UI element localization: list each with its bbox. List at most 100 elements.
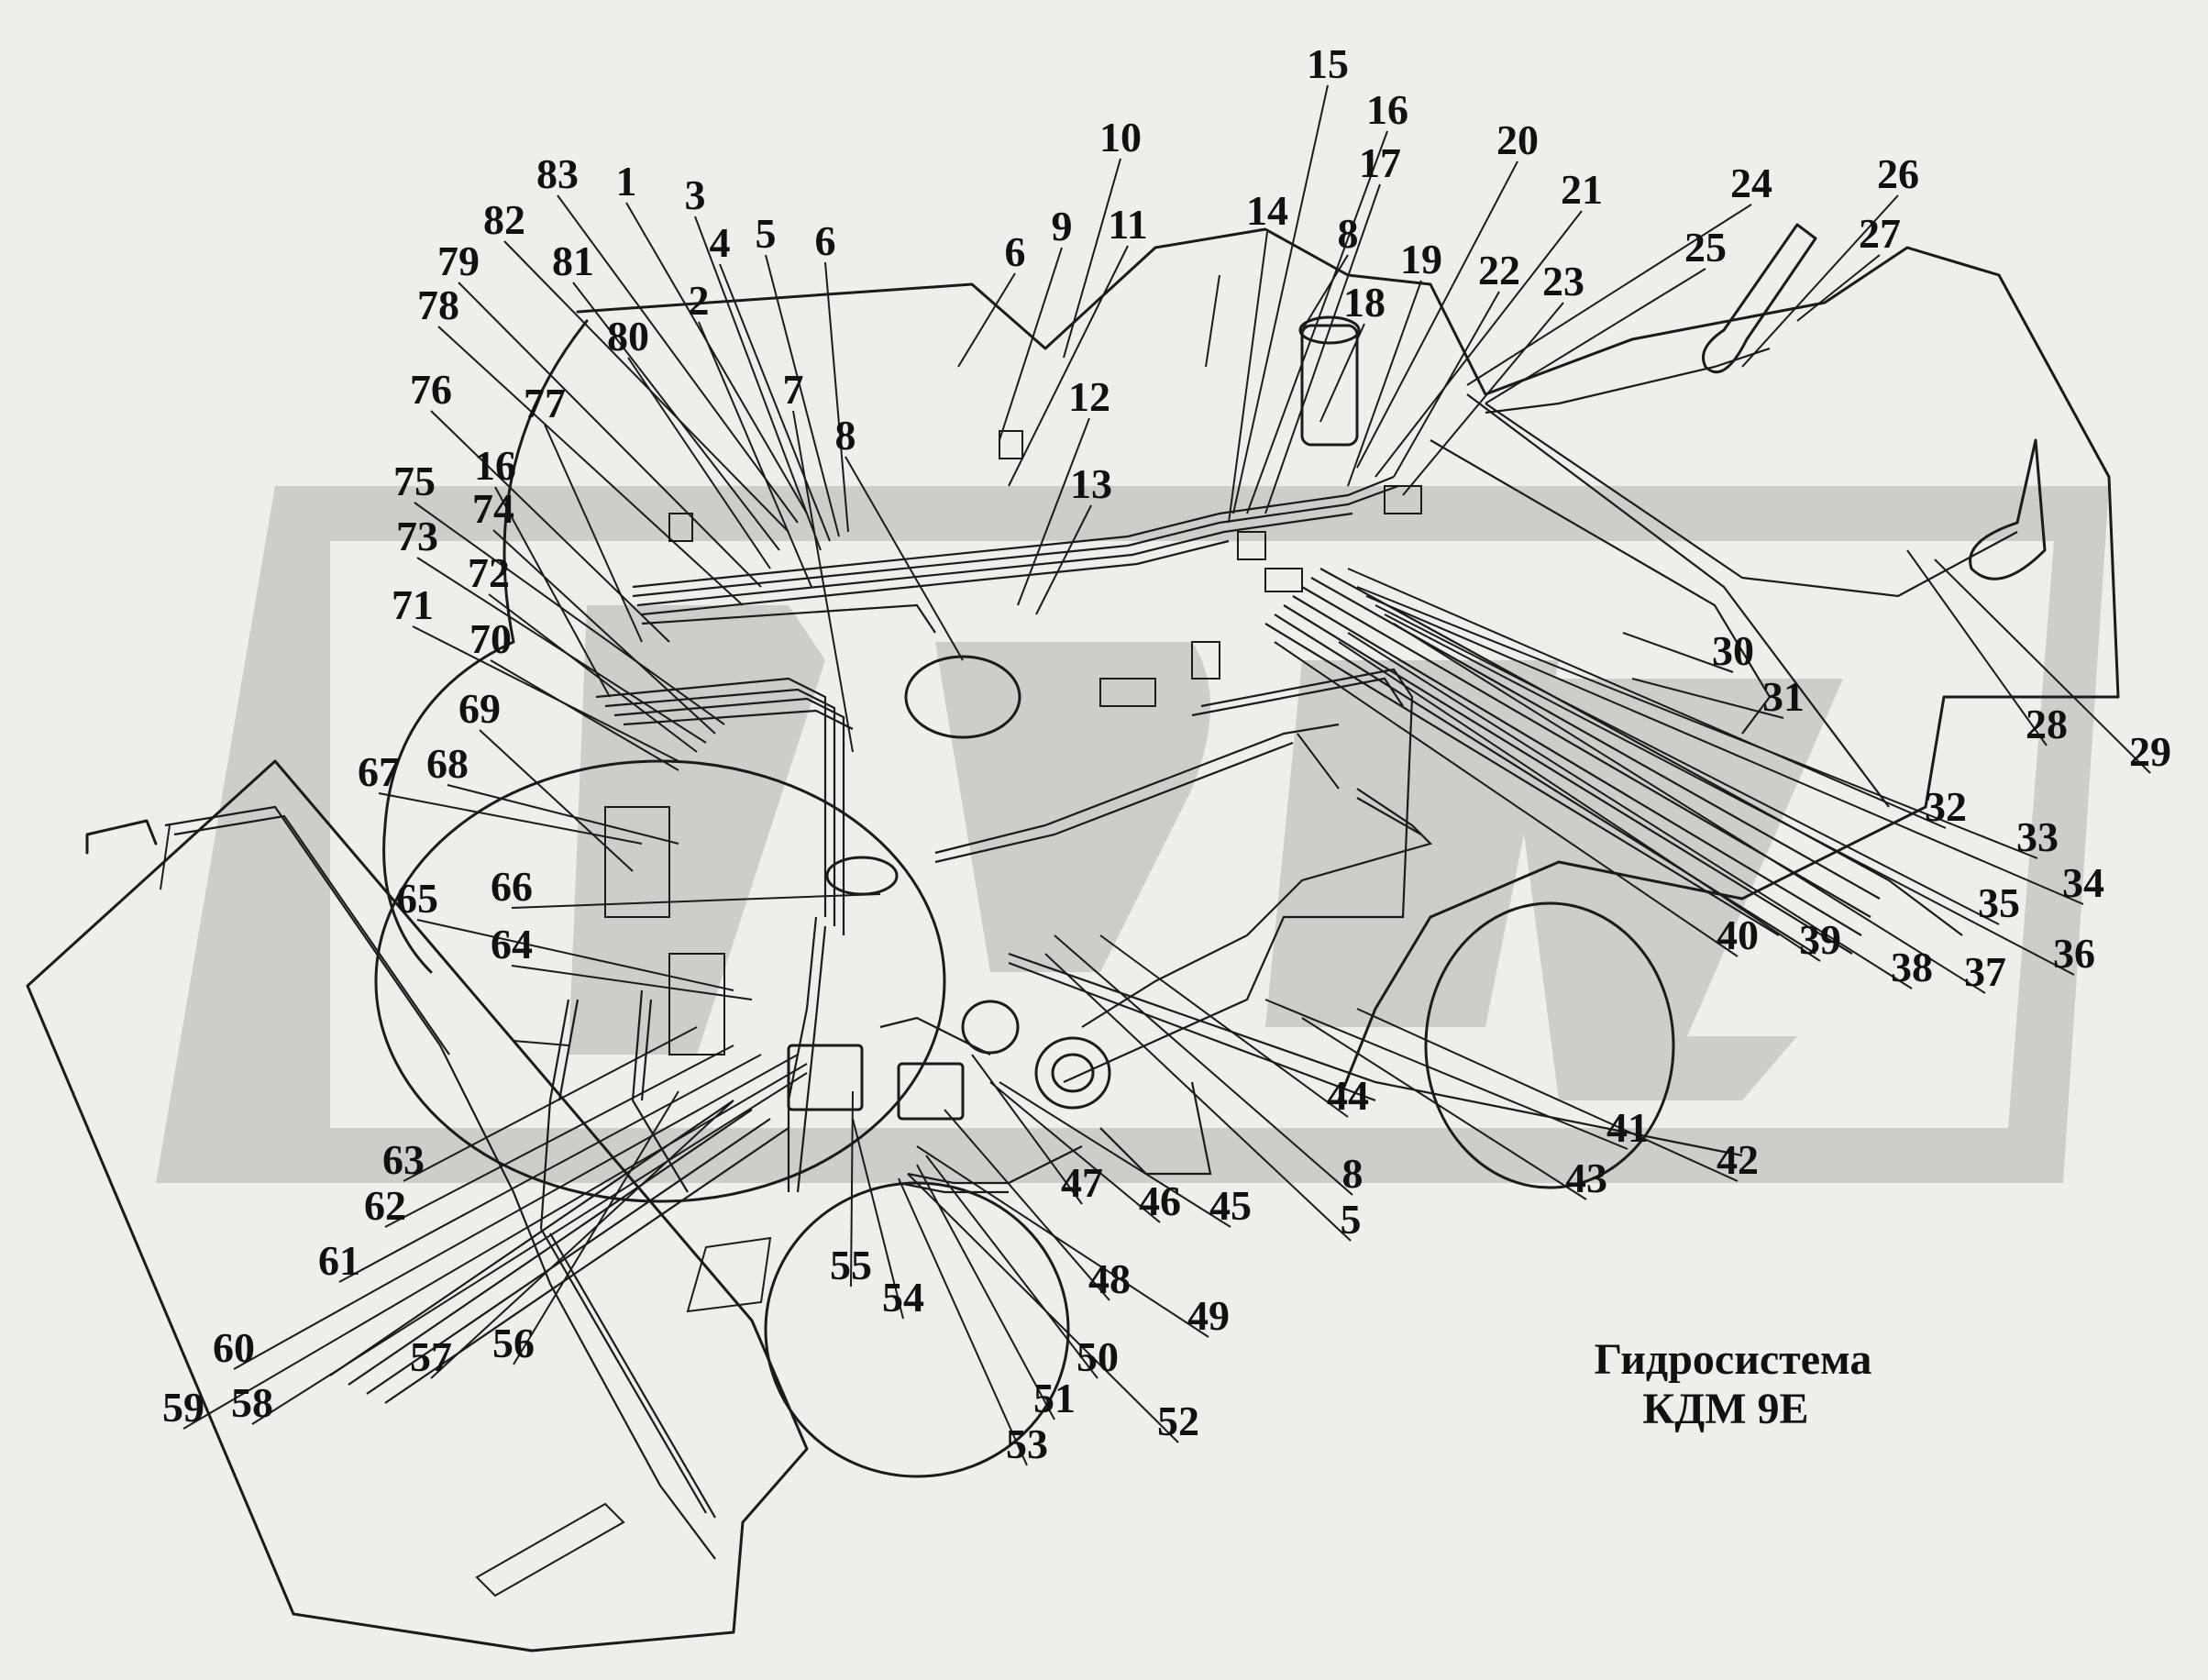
callout-c73: 73	[396, 513, 438, 559]
callout-c40: 40	[1717, 912, 1759, 958]
leader-line-c75	[414, 502, 725, 725]
leader-line-c43	[1301, 1017, 1587, 1200]
callout-c10: 10	[1099, 114, 1142, 160]
callout-c3: 3	[685, 171, 706, 218]
callout-c68: 68	[426, 740, 469, 787]
callout-c54: 54	[882, 1274, 924, 1321]
leader-line-c58	[251, 1072, 808, 1425]
callout-c46: 46	[1139, 1177, 1181, 1224]
callout-c8c: 8	[1342, 1150, 1363, 1197]
leader-line-c8a	[845, 456, 964, 661]
leader-line-c19	[1347, 280, 1422, 487]
callout-c8b: 8	[1338, 210, 1359, 257]
callout-c76: 76	[410, 366, 452, 413]
callout-c11: 11	[1108, 201, 1147, 248]
callout-c44: 44	[1327, 1072, 1369, 1119]
leader-line-c51	[916, 1164, 1055, 1420]
leader-line-c8b	[1301, 254, 1349, 331]
leader-line-c16a	[1246, 130, 1388, 514]
callout-c2: 2	[689, 277, 710, 324]
callout-c39: 39	[1799, 916, 1841, 963]
callout-c19: 19	[1400, 236, 1442, 282]
leader-line-c76	[430, 410, 670, 643]
leader-line-c78	[437, 326, 744, 606]
diagram-title-line1: Гидросистема	[1595, 1335, 1872, 1384]
leader-line-c20	[1356, 160, 1518, 469]
leader-line-c48	[944, 1109, 1110, 1301]
leader-line-c57	[430, 1100, 734, 1379]
callout-c30: 30	[1712, 627, 1754, 674]
callout-c57: 57	[410, 1333, 452, 1380]
leader-line-c40	[1274, 641, 1739, 957]
callout-c51: 51	[1033, 1375, 1076, 1421]
leader-line-c52	[907, 1173, 1179, 1443]
callout-c42: 42	[1717, 1136, 1759, 1183]
components	[85, 223, 2047, 1597]
callout-c58: 58	[231, 1379, 273, 1426]
leader-line-c71	[412, 625, 679, 762]
leader-line-c73	[416, 557, 707, 744]
callout-c56: 56	[492, 1320, 535, 1366]
leader-line-c11	[1008, 245, 1129, 487]
callout-c77: 77	[524, 380, 566, 426]
callout-c8a: 8	[835, 412, 856, 459]
callout-c16a: 16	[1366, 86, 1408, 133]
callout-c21: 21	[1561, 166, 1603, 213]
callout-c71: 71	[392, 581, 434, 628]
callout-c37: 37	[1964, 948, 2006, 995]
leader-line-c25	[1485, 268, 1706, 404]
leader-lines	[182, 84, 2151, 1466]
leader-line-c33	[1356, 586, 2038, 859]
callout-c9: 9	[1052, 203, 1073, 249]
leader-line-c49	[916, 1145, 1209, 1338]
callout-c31: 31	[1762, 673, 1805, 720]
leader-line-c53	[898, 1177, 1028, 1466]
callout-c23: 23	[1542, 258, 1584, 304]
leader-line-c14	[1228, 231, 1268, 524]
leader-line-c30	[1622, 632, 1734, 673]
callout-c28: 28	[2026, 701, 2068, 747]
leader-line-c83	[557, 194, 799, 524]
leader-line-c26	[1741, 194, 1899, 368]
callout-c65: 65	[396, 875, 438, 922]
callout-c80: 80	[607, 313, 649, 359]
callout-c7: 7	[783, 366, 804, 413]
leader-line-c72	[488, 593, 698, 753]
callout-c24: 24	[1730, 160, 1772, 206]
callout-c12: 12	[1068, 373, 1110, 420]
callout-c70: 70	[469, 615, 512, 662]
callout-c75: 75	[393, 458, 436, 504]
callout-c72: 72	[468, 549, 510, 596]
callout-c20: 20	[1496, 116, 1539, 163]
leader-line-c9	[999, 247, 1063, 441]
callout-c5a: 5	[756, 210, 777, 257]
leader-line-c39	[1338, 641, 1821, 962]
leader-line-c61	[338, 1054, 762, 1283]
callout-c27: 27	[1859, 210, 1901, 257]
callout-c52: 52	[1157, 1398, 1199, 1444]
callout-c1: 1	[616, 158, 637, 204]
leader-line-c35	[1374, 604, 2000, 925]
leader-line-c69	[479, 729, 634, 872]
callout-c6a: 6	[815, 217, 836, 264]
callout-c16b: 16	[474, 442, 516, 489]
callout-c83: 83	[536, 150, 579, 197]
leader-line-c31	[1631, 678, 1784, 719]
leader-line-c18	[1319, 323, 1365, 423]
leader-line-c10	[1063, 158, 1121, 359]
callout-c45: 45	[1209, 1182, 1252, 1229]
callout-c62: 62	[364, 1182, 406, 1229]
leader-line-c77	[544, 424, 643, 643]
leader-line-c7	[792, 410, 854, 753]
callout-c13: 13	[1070, 460, 1112, 507]
callout-c26: 26	[1877, 150, 1919, 197]
callout-c81: 81	[552, 238, 594, 284]
leader-line-c4	[719, 263, 831, 542]
leader-line-c17	[1264, 183, 1381, 514]
callout-c33: 33	[2016, 813, 2059, 860]
leader-line-c5a	[765, 254, 840, 537]
leader-line-c13	[1035, 504, 1092, 615]
leader-line-c70	[490, 659, 679, 771]
callout-c41: 41	[1606, 1104, 1649, 1151]
